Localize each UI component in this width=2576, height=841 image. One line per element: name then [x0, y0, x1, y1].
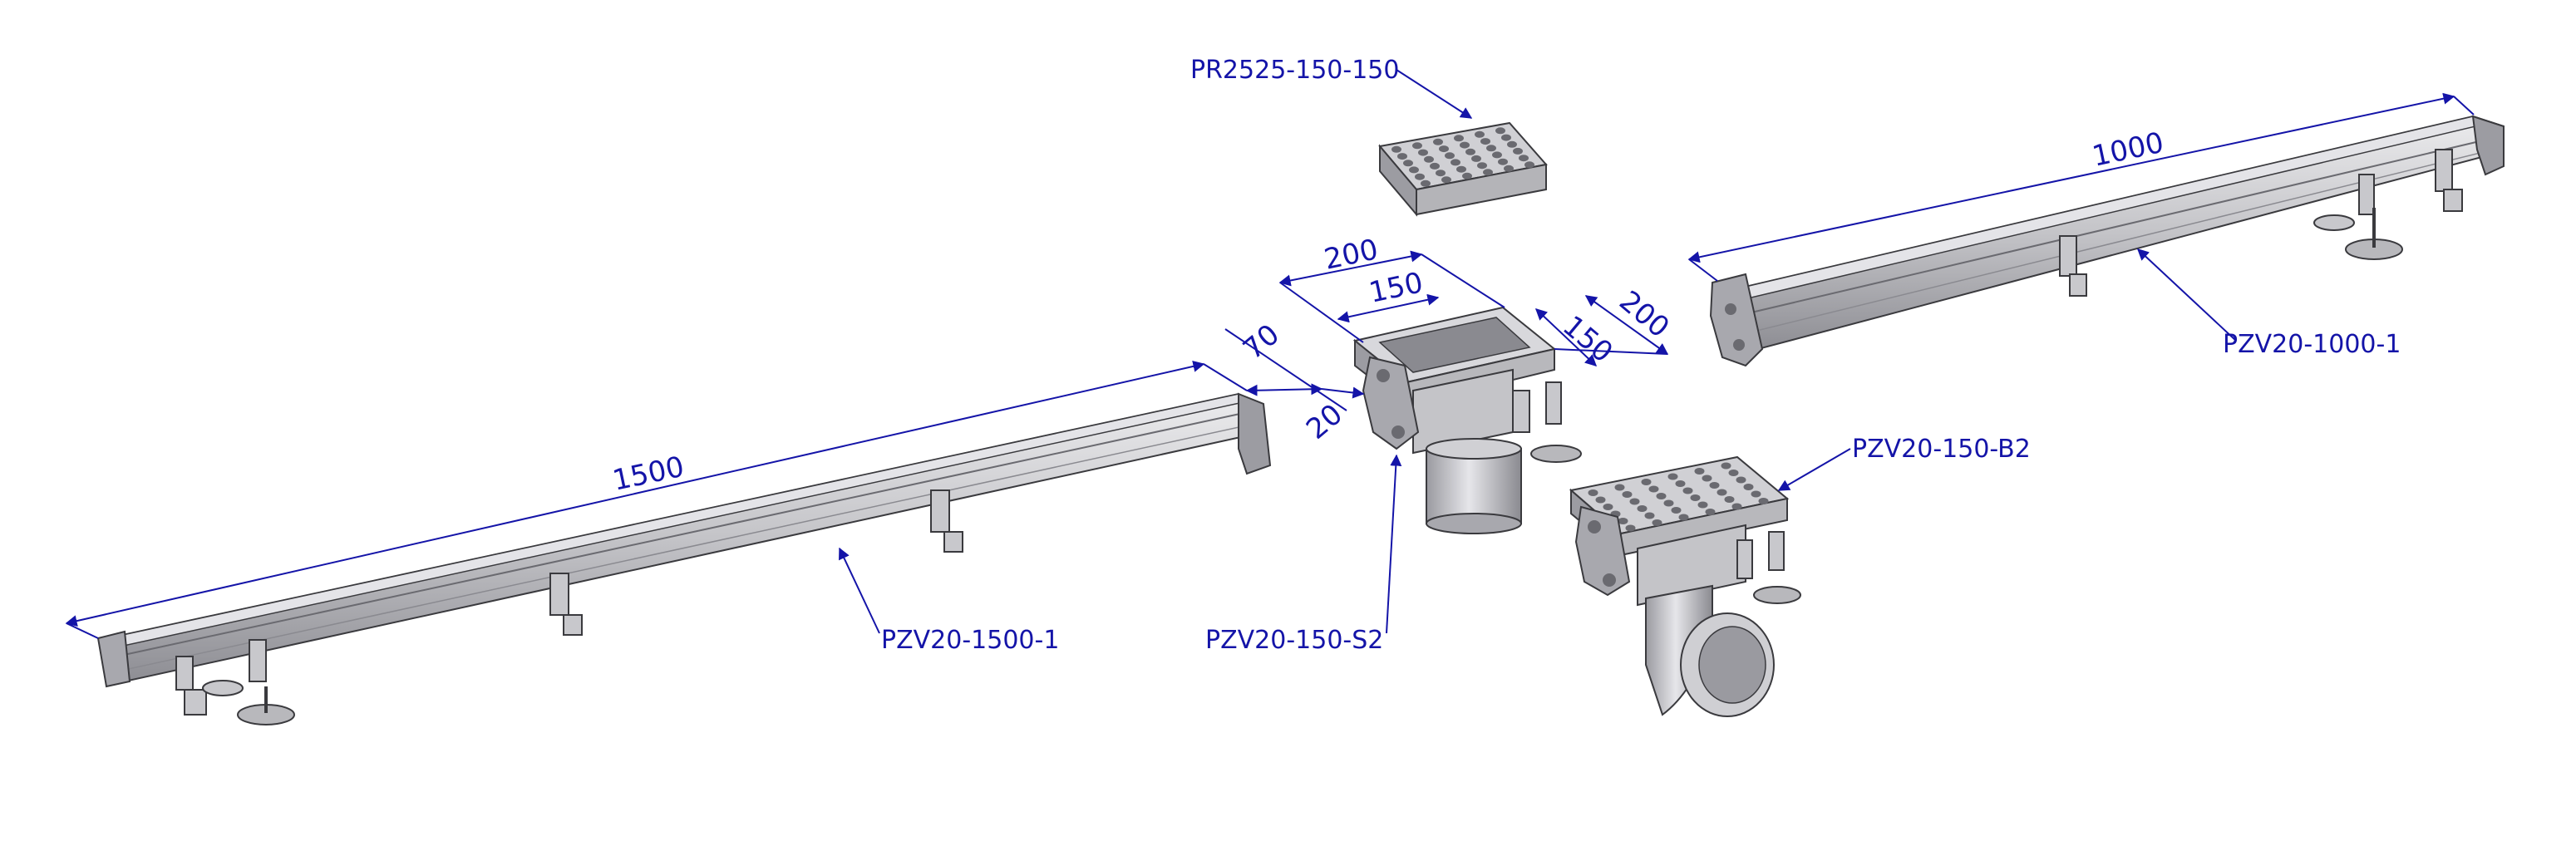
dim-20: 20 — [1300, 397, 1349, 445]
grate-hole — [1445, 152, 1455, 160]
dim-1500: 1500 — [610, 450, 687, 498]
grate-hole — [1629, 498, 1640, 505]
grate-hole — [1456, 165, 1466, 173]
grate-hole — [1751, 490, 1761, 498]
grate-hole — [1667, 473, 1678, 480]
grate-hole — [1475, 130, 1485, 138]
grate-hole — [1436, 170, 1446, 177]
grate-hole — [1403, 160, 1413, 167]
grate-hole — [1418, 149, 1428, 156]
grate-hole — [1501, 134, 1511, 141]
dimension-lines — [65, 92, 2475, 639]
grate-hole — [1671, 507, 1682, 514]
grate-hole — [1663, 499, 1674, 507]
leader-lines — [839, 69, 2237, 634]
dim-200-right: 200 — [1613, 284, 1675, 344]
label-channel-right: PZV20-1000-1 — [2223, 330, 2401, 359]
label-outlet-horizontal: PZV20-150-B2 — [1852, 435, 2031, 464]
grate-hole — [1486, 145, 1496, 152]
outlet-vertical — [1352, 306, 1582, 534]
grate-hole — [1618, 518, 1628, 524]
grate-hole — [1648, 485, 1659, 493]
grate-hole — [1644, 512, 1655, 519]
grate-hole — [1731, 503, 1742, 510]
grate-hole — [1637, 505, 1648, 512]
grate-hole — [1421, 180, 1431, 187]
grate-hole — [1433, 138, 1443, 145]
label-channel-left: PZV20-1500-1 — [881, 626, 1059, 655]
grate-hole — [1603, 504, 1613, 510]
dim-150-right: 150 — [1556, 309, 1618, 369]
grate-hole — [1736, 476, 1746, 484]
grate-hole — [1430, 162, 1440, 170]
grate-hole — [1595, 496, 1606, 504]
grate-hole — [1709, 482, 1720, 489]
grate-hole — [1697, 501, 1708, 509]
grate-hole — [1588, 489, 1598, 496]
dim-200-top: 200 — [1322, 233, 1382, 277]
grate-hole — [1495, 127, 1505, 135]
grate-hole — [1397, 153, 1407, 160]
grate-hole — [1705, 509, 1716, 515]
grate-hole — [1409, 166, 1419, 174]
grate-hole — [1743, 484, 1754, 490]
grate-hole — [1451, 159, 1460, 166]
grate-hole — [1492, 151, 1502, 159]
grate-hole — [1424, 155, 1434, 163]
label-grate: PR2525-150-150 — [1190, 56, 1399, 85]
grate-hole — [1439, 145, 1449, 153]
grate-hole — [1721, 462, 1731, 470]
grate-hole — [1483, 169, 1493, 176]
channel-left — [96, 392, 1272, 725]
grate-hole — [1728, 470, 1739, 476]
label-outlet-vertical: PZV20-150-S2 — [1205, 626, 1383, 655]
outlet-horizontal — [1569, 455, 1801, 717]
grate-hole — [1724, 496, 1735, 503]
grate-hole — [1498, 158, 1508, 165]
grate-hole — [1465, 148, 1475, 155]
grate-hole — [1622, 491, 1633, 498]
grate-hole — [1415, 173, 1425, 180]
grate-hole — [1656, 493, 1667, 499]
grate-hole — [1678, 514, 1689, 521]
grate-hole — [1441, 176, 1451, 184]
dim-1000: 1000 — [2090, 126, 2167, 174]
grate-hole — [1652, 519, 1662, 526]
grate-hole — [1513, 147, 1523, 155]
grate-hole — [1614, 484, 1625, 491]
grate-hole — [1460, 141, 1470, 149]
grate-hole — [1675, 480, 1686, 487]
grate-hole — [1412, 142, 1422, 150]
grate-hole — [1690, 494, 1701, 501]
dim-150-top: 150 — [1367, 266, 1426, 310]
grate-hole — [1480, 138, 1490, 145]
grate-hole — [1507, 140, 1517, 148]
grate-hole — [1702, 475, 1712, 482]
grate-hole — [1717, 489, 1727, 496]
grate-hole — [1641, 479, 1652, 485]
grate-hole — [1504, 165, 1514, 172]
dim-70: 70 — [1237, 317, 1286, 366]
grate-hole — [1462, 172, 1472, 180]
grate — [1378, 121, 1548, 217]
grate-hole — [1454, 135, 1464, 142]
grate-hole — [1391, 145, 1401, 153]
grate-hole — [1694, 468, 1705, 475]
grate-hole — [1471, 155, 1481, 162]
grate-hole — [1524, 161, 1534, 169]
grate-hole — [1682, 487, 1693, 494]
grate-hole — [1519, 155, 1529, 162]
grate-hole — [1625, 524, 1636, 532]
grate-hole — [1758, 498, 1769, 504]
grate-hole — [1477, 162, 1487, 170]
